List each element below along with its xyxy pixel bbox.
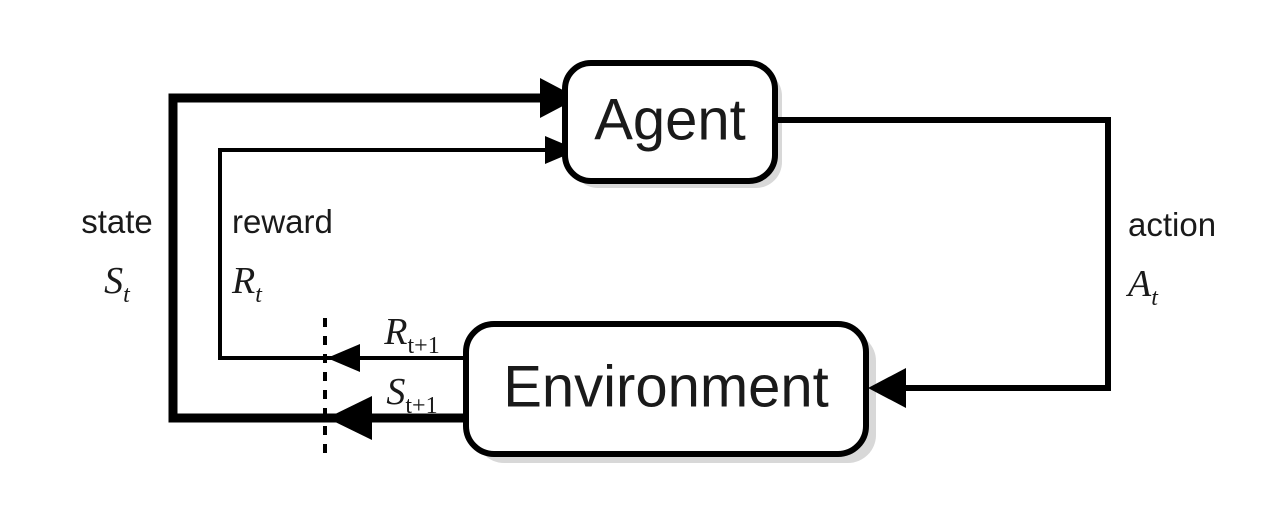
action-edge-label: action At bbox=[1125, 206, 1216, 311]
state-arrow-head bbox=[540, 78, 578, 118]
next-state-label-symbol: St+1 bbox=[386, 371, 437, 419]
action-symbol-subscript: t bbox=[1151, 285, 1159, 311]
state-flow-path bbox=[168, 78, 578, 423]
next-state-edge-label: St+1 bbox=[386, 371, 437, 419]
next-state-arrow-head bbox=[327, 396, 372, 440]
next-reward-edge-label: Rt+1 bbox=[383, 311, 439, 359]
reward-symbol-base: R bbox=[231, 260, 255, 302]
action-label-word: action bbox=[1128, 206, 1216, 243]
state-flow-line bbox=[168, 93, 540, 423]
next-reward-arrow-head bbox=[327, 344, 360, 372]
action-flow-path bbox=[772, 117, 1111, 408]
action-flow-line bbox=[772, 117, 1111, 391]
action-arrow-head bbox=[868, 368, 906, 408]
environment-label: Environment bbox=[503, 354, 829, 419]
reward-label-symbol: Rt bbox=[231, 260, 263, 308]
next-reward-symbol-base: R bbox=[383, 311, 407, 353]
reward-arrow-head bbox=[545, 136, 578, 164]
reward-edge-label: reward Rt bbox=[231, 203, 333, 308]
agent-label: Agent bbox=[594, 87, 746, 152]
action-label-symbol: At bbox=[1125, 263, 1159, 311]
next-reward-symbol-subscript: t+1 bbox=[408, 333, 440, 359]
next-reward-label-symbol: Rt+1 bbox=[383, 311, 439, 359]
state-symbol-subscript: t bbox=[123, 282, 131, 308]
state-symbol-base: S bbox=[104, 260, 123, 302]
action-symbol-base: A bbox=[1125, 263, 1152, 305]
agent-node[interactable]: Agent bbox=[562, 60, 778, 184]
next-state-symbol-subscript: t+1 bbox=[405, 393, 437, 419]
state-label-symbol: St bbox=[104, 260, 131, 308]
reward-symbol-subscript: t bbox=[255, 282, 263, 308]
next-reward-flow-path bbox=[327, 344, 466, 372]
state-edge-label: state St bbox=[81, 203, 153, 308]
reward-label-word: reward bbox=[232, 203, 333, 240]
environment-node[interactable]: Environment bbox=[463, 321, 869, 457]
next-state-symbol-base: S bbox=[386, 371, 405, 413]
environment-box[interactable] bbox=[463, 321, 869, 457]
agent-box[interactable] bbox=[562, 60, 778, 184]
state-label-word: state bbox=[81, 203, 153, 240]
next-state-flow-path bbox=[327, 396, 466, 440]
